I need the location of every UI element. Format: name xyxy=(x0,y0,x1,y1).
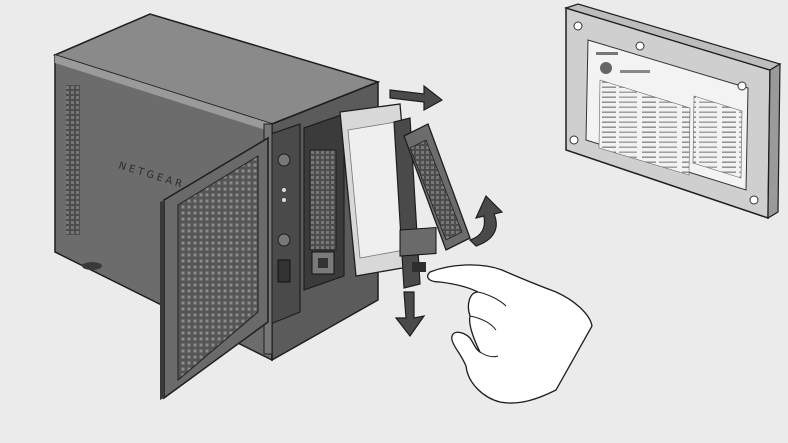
arrow-curved-up-icon xyxy=(468,194,504,247)
arrow-right-icon xyxy=(389,84,444,112)
hand-pointer-icon xyxy=(426,264,593,404)
front-door xyxy=(160,136,269,400)
drive-tray-icon xyxy=(339,103,471,289)
arrow-down-icon xyxy=(394,291,426,338)
hard-drive-icon xyxy=(564,3,782,220)
